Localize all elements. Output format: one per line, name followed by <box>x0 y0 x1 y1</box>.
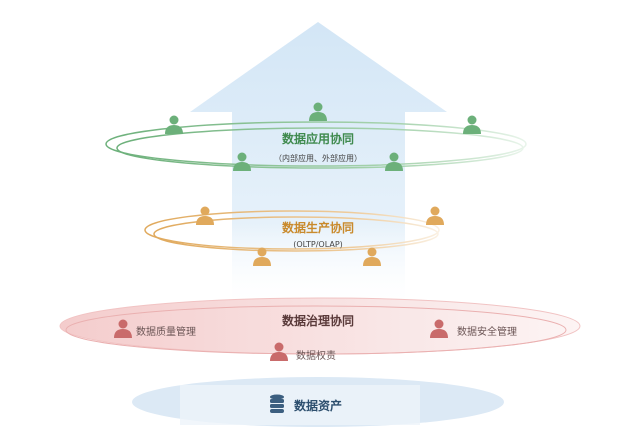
user-icon <box>165 115 183 134</box>
application-layer-subtitle: （内部应用、外部应用） <box>274 154 362 163</box>
database-icon <box>270 394 284 413</box>
user-icon <box>463 115 481 134</box>
governance-item-quality: 数据质量管理 <box>136 327 196 338</box>
application-ring <box>105 121 527 167</box>
dashboard-illustration <box>180 385 420 425</box>
assets-layer-title: 数据资产 <box>293 399 343 413</box>
production-ring-inner <box>153 216 439 252</box>
production-ring <box>144 210 440 250</box>
governance-item-responsibility: 数据权责 <box>296 351 336 362</box>
application-ring-inner <box>116 127 524 169</box>
governance-ring-inner <box>65 305 567 355</box>
application-layer-title: 数据应用协同 <box>281 132 355 146</box>
production-layer-subtitle: (OLTP/OLAP) <box>293 240 343 249</box>
governance-item-security: 数据安全管理 <box>457 327 517 338</box>
governance-layer-title: 数据治理协同 <box>281 314 355 328</box>
user-shield-icon <box>426 206 444 225</box>
production-layer-title: 数据生产协同 <box>281 221 355 235</box>
